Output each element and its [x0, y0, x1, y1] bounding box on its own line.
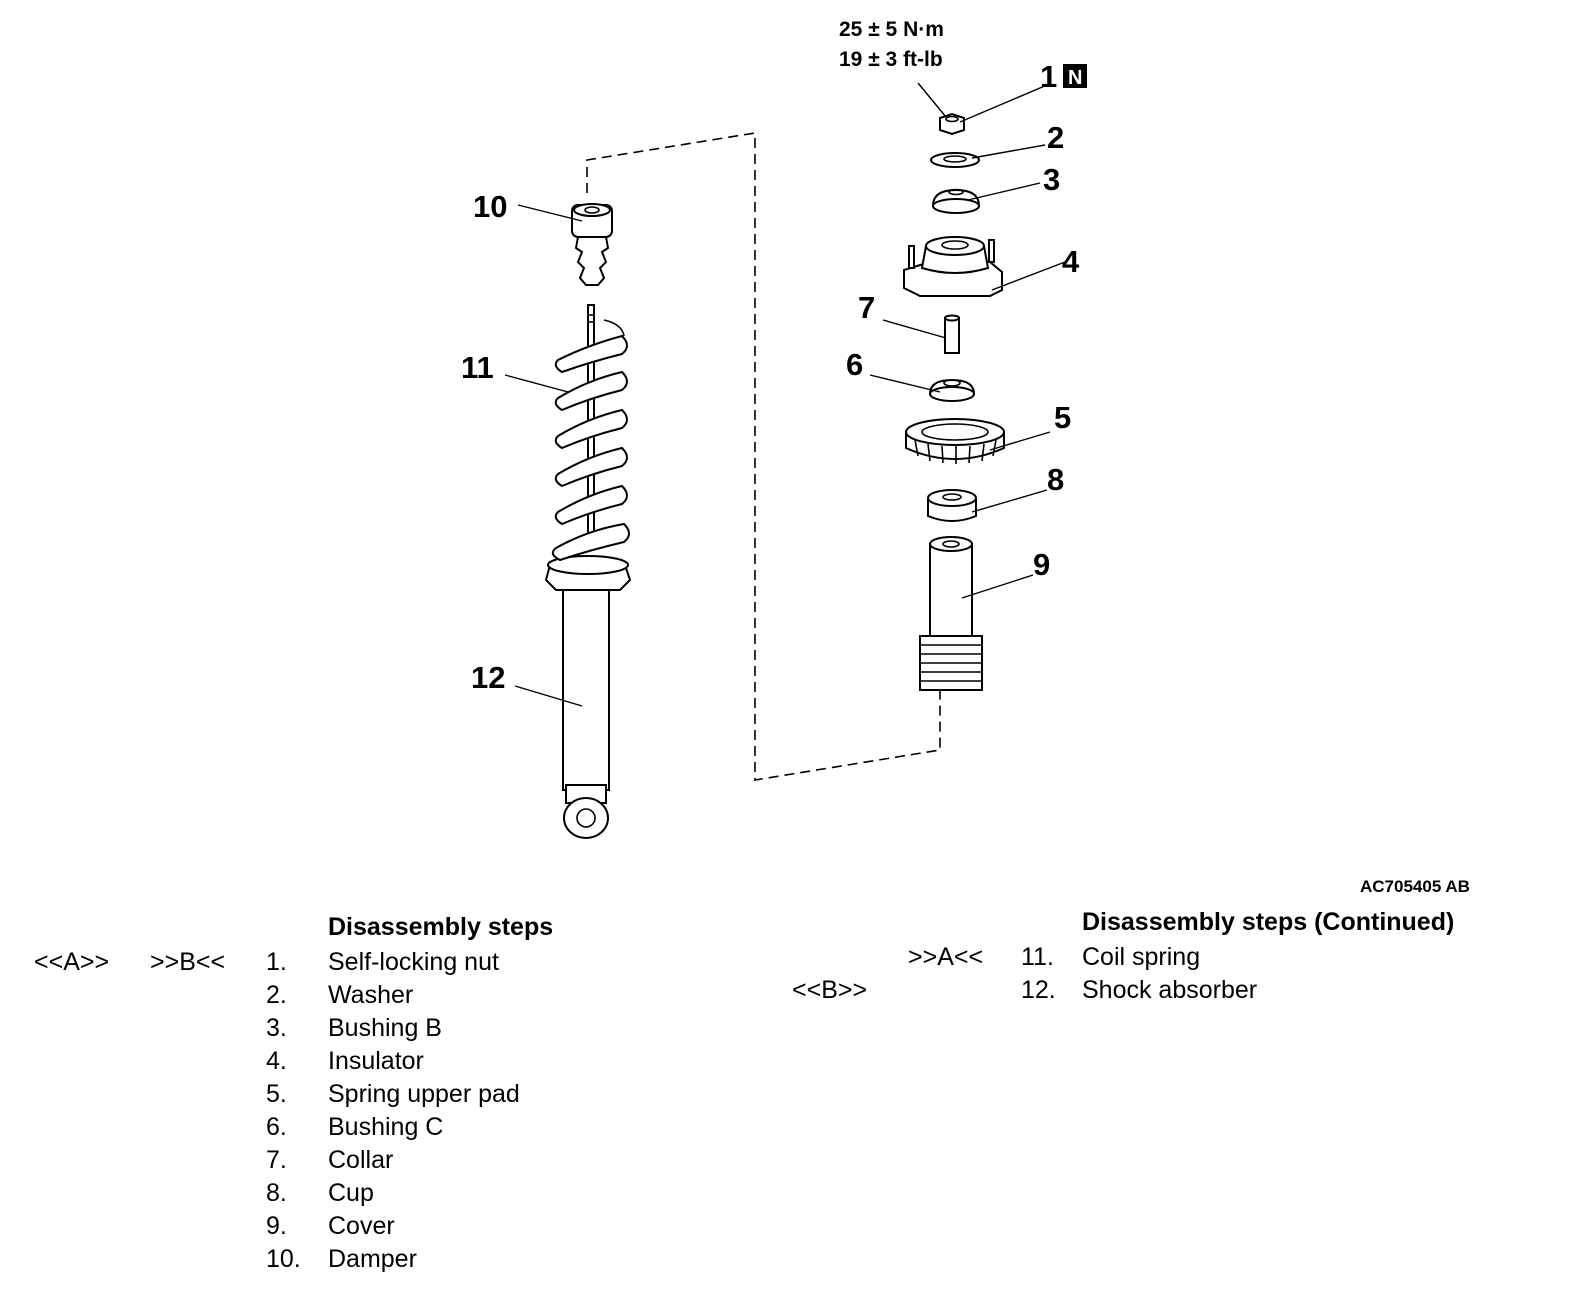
step-name: Spring upper pad [328, 1080, 520, 1108]
new-part-mark-box [1063, 64, 1087, 88]
callout-11: 11 [461, 350, 494, 385]
part-insulator [903, 236, 1003, 297]
step-number: 10. [266, 1245, 301, 1273]
callout-8: 8 [1047, 462, 1064, 497]
part-bushing-c [928, 378, 976, 402]
step-post-mark: >>A<< [908, 943, 984, 971]
new-part-mark: N [1068, 67, 1082, 89]
steps-left-row: <<A>> >>B<< 1. Self-locking nut [0, 946, 760, 979]
callout-10: 10 [473, 189, 507, 224]
step-name: Damper [328, 1245, 417, 1273]
step-number: 1. [266, 948, 287, 976]
part-coil-spring [551, 319, 630, 562]
steps-left-row: 2. Washer [0, 979, 760, 1012]
callout-7: 7 [858, 290, 875, 325]
step-name: Self-locking nut [328, 948, 499, 976]
steps-right-row: <<B>> 12. Shock absorber [760, 974, 1560, 1007]
part-cup [927, 489, 977, 522]
torque-nm: 25 ± 5 N·m [839, 18, 944, 41]
part-self-locking-nut [939, 112, 965, 136]
part-bushing-b [931, 188, 981, 214]
leader-4 [991, 261, 1066, 291]
step-number: 2. [266, 981, 287, 1009]
part-cover [919, 536, 983, 691]
part-spring-seat [544, 555, 632, 591]
step-number: 8. [266, 1179, 287, 1207]
step-number: 12. [1021, 976, 1056, 1004]
part-collar [944, 314, 960, 354]
callout-6: 6 [846, 347, 863, 382]
step-name: Bushing C [328, 1113, 444, 1141]
leader-8 [971, 489, 1048, 513]
leader-11 [504, 374, 569, 393]
step-name: Collar [328, 1146, 394, 1174]
steps-left-heading: Disassembly steps [328, 913, 554, 941]
assembly-dashed-line [586, 132, 941, 781]
steps-left-row: 8. Cup [0, 1177, 760, 1210]
part-spring-upper-pad [905, 418, 1005, 464]
leader-2 [971, 144, 1046, 159]
exploded-view-diagram: 1 N 2 3 4 5 6 7 8 9 10 11 12 25 ± 5 N·m … [461, 18, 1470, 896]
leader-7 [882, 319, 947, 339]
leader-12 [514, 685, 583, 707]
callout-5: 5 [1054, 400, 1071, 435]
callout-9: 9 [1033, 547, 1050, 582]
steps-left-row: 3. Bushing B [0, 1012, 760, 1045]
step-number: 5. [266, 1080, 287, 1108]
steps-left-row: 10. Damper [0, 1243, 760, 1276]
step-name: Cup [328, 1179, 374, 1207]
part-washer [930, 152, 980, 168]
callout-2: 2 [1047, 120, 1064, 155]
leader-6 [869, 374, 941, 393]
leader-5 [989, 431, 1051, 451]
step-number: 7. [266, 1146, 287, 1174]
steps-right-heading: Disassembly steps (Continued) [1082, 908, 1455, 936]
step-number: 3. [266, 1014, 287, 1042]
callout-3: 3 [1043, 162, 1060, 197]
step-name: Cover [328, 1212, 395, 1240]
figure-id: AC705405 AB [1360, 877, 1470, 896]
step-name: Bushing B [328, 1014, 442, 1042]
step-pre-mark: <<B>> [792, 976, 868, 1004]
step-name: Coil spring [1082, 943, 1201, 971]
step-number: 11. [1021, 943, 1054, 971]
steps-right-table: >>A<< 11. Coil spring <<B>> 12. Shock ab… [760, 941, 1560, 1021]
steps-left-table: <<A>> >>B<< 1. Self-locking nut 2. Washe… [0, 946, 760, 1286]
leader-1 [959, 84, 1048, 123]
callout-4: 4 [1062, 244, 1080, 279]
step-pre-mark: <<A>> [34, 948, 110, 976]
step-number: 6. [266, 1113, 287, 1141]
step-name: Insulator [328, 1047, 424, 1075]
steps-left-row: 4. Insulator [0, 1045, 760, 1078]
steps-right-row: >>A<< 11. Coil spring [760, 941, 1560, 974]
step-post-mark: >>B<< [150, 948, 226, 976]
steps-left-row: 6. Bushing C [0, 1111, 760, 1144]
step-name: Washer [328, 981, 414, 1009]
leader-9 [961, 574, 1034, 599]
steps-left-row: 9. Cover [0, 1210, 760, 1243]
steps-left-row: 7. Collar [0, 1144, 760, 1177]
torque-ftlb: 19 ± 3 ft-lb [839, 48, 943, 71]
step-number: 9. [266, 1212, 287, 1240]
callout-1: 1 [1040, 59, 1057, 94]
steps-left-row: 5. Spring upper pad [0, 1078, 760, 1111]
callout-12: 12 [471, 660, 505, 695]
step-name: Shock absorber [1082, 976, 1258, 1004]
leader-torque [917, 82, 947, 118]
leader-3 [967, 182, 1041, 201]
leader-10 [517, 204, 583, 222]
step-number: 4. [266, 1047, 287, 1075]
part-damper [571, 203, 613, 286]
